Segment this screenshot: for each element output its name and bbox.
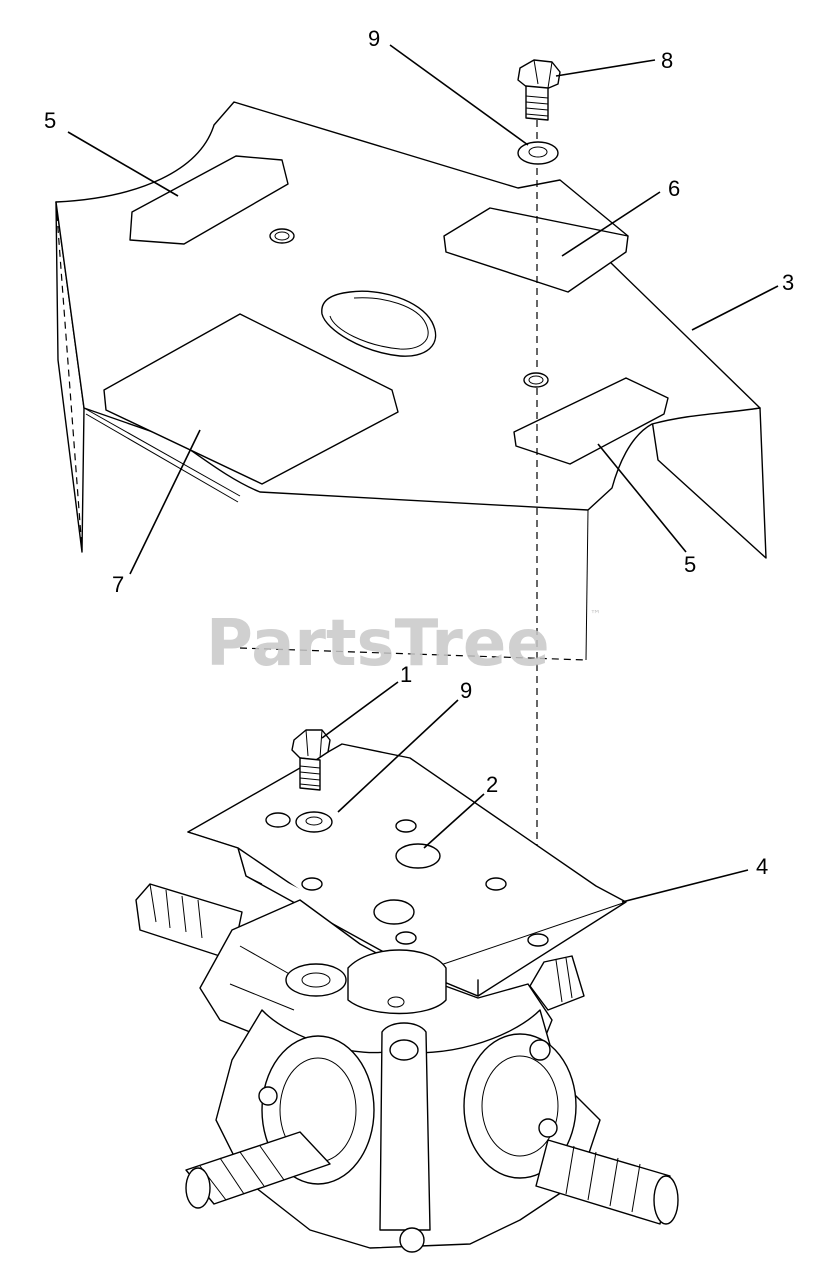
- callout-5-bottom: 5: [684, 552, 696, 577]
- callout-5-top: 5: [44, 108, 56, 133]
- mount-plate[interactable]: [187, 743, 627, 997]
- decal-6: [443, 207, 629, 293]
- watermark-trademark: ™: [590, 608, 601, 621]
- bolt-1[interactable]: [291, 729, 331, 791]
- bolt-8[interactable]: [517, 59, 561, 121]
- washer-9-top[interactable]: [517, 141, 559, 165]
- gearbox[interactable]: [135, 883, 679, 1253]
- callout-9-top: 9: [368, 26, 380, 51]
- shield-cover[interactable]: [55, 101, 767, 661]
- callout-1: 1: [400, 662, 412, 687]
- callout-4: 4: [756, 854, 768, 879]
- callout-6: 6: [668, 176, 680, 201]
- watermark: PartsTree: [206, 607, 550, 681]
- washer-9-bottom[interactable]: [295, 811, 333, 833]
- callout-9-bottom: 9: [460, 678, 472, 703]
- decal-5-right: [513, 377, 669, 465]
- callout-8: 8: [661, 48, 673, 73]
- decal-7: [103, 313, 399, 485]
- decal-5-top: [129, 155, 289, 245]
- callout-3: 3: [782, 270, 794, 295]
- callout-2: 2: [486, 772, 498, 797]
- callout-7: 7: [112, 572, 124, 597]
